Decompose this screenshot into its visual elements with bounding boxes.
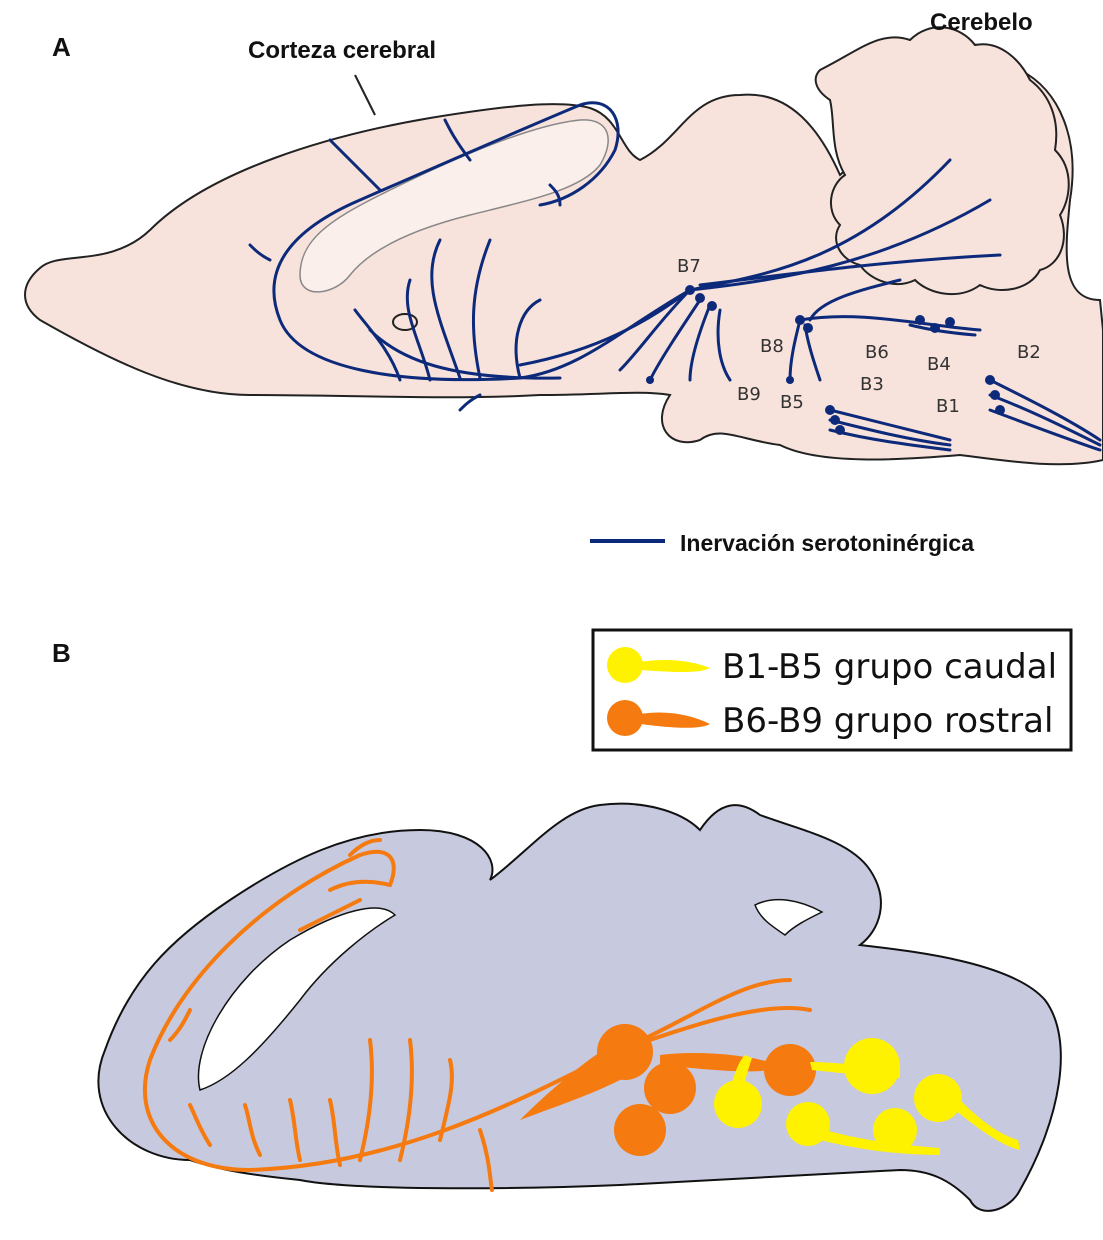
nucleus-b5: B5 <box>780 392 804 413</box>
nucleus-b2: B2 <box>1017 342 1041 363</box>
nucleus-b7: B7 <box>677 256 701 277</box>
nucleus-b9-blob <box>614 1104 666 1156</box>
nucleus-b9: B9 <box>737 384 761 405</box>
nucleus-b1: B1 <box>936 396 960 417</box>
nucleus-b3: B3 <box>860 374 884 395</box>
legend-rostral-label: B6-B9 grupo rostral <box>722 701 1053 741</box>
nucleus-b8: B8 <box>760 336 784 357</box>
nucleus-b6-blob <box>764 1044 816 1096</box>
panel-b: B B1-B5 grupo caudal B6-B9 grupo rostral <box>0 600 1103 1240</box>
cerebellum <box>816 27 1069 294</box>
panel-b-diagram: B B1-B5 grupo caudal B6-B9 grupo rostral <box>0 600 1103 1240</box>
nucleus-b8-blob <box>644 1062 696 1114</box>
cortex-leader-line <box>355 75 375 115</box>
nucleus-b4: B4 <box>927 354 951 375</box>
nucleus-b2-blob <box>914 1074 962 1122</box>
panel-b-letter: B <box>52 638 71 668</box>
cerebellum-label: Cerebelo <box>930 9 1033 36</box>
cortex-label: Corteza cerebral <box>248 37 436 64</box>
legend-fiber-label: Inervación serotoninérgica <box>680 530 974 556</box>
panel-a-letter: A <box>52 32 71 62</box>
legend-caudal-label: B1-B5 grupo caudal <box>722 647 1057 687</box>
panel-a: A Corteza cerebral Cerebelo B7 B8 B9 B5 … <box>0 0 1103 585</box>
nucleus-b7-blob <box>597 1024 653 1080</box>
panel-a-diagram: A Corteza cerebral Cerebelo B7 B8 B9 B5 … <box>0 0 1103 585</box>
nucleus-b6: B6 <box>865 342 889 363</box>
